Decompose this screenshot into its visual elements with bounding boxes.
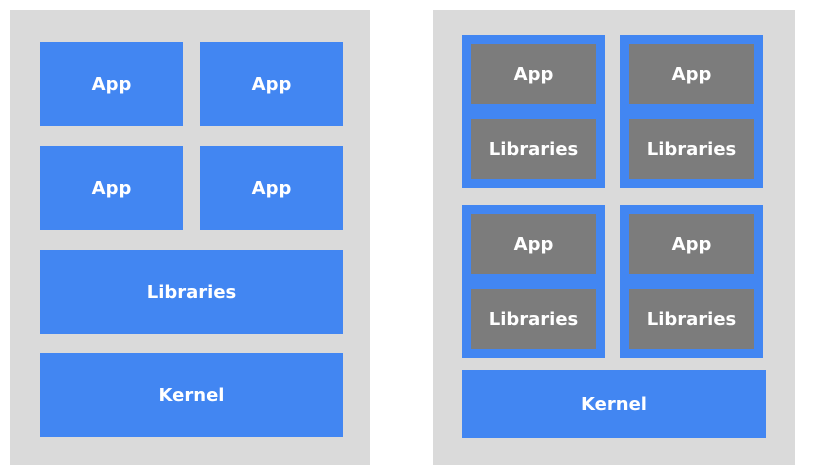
- container-group: App Libraries: [462, 205, 605, 358]
- container-libraries-block: Libraries: [471, 119, 596, 179]
- container-libraries-block: Libraries: [629, 119, 754, 179]
- container-app-block: App: [629, 214, 754, 274]
- container-libraries-block: Libraries: [471, 289, 596, 349]
- container-group: App Libraries: [620, 205, 763, 358]
- container-app-block: App: [471, 214, 596, 274]
- right-kernel-block: Kernel: [462, 370, 766, 438]
- left-app-block: App: [40, 42, 183, 126]
- right-stack-panel: App Libraries App Libraries App Librarie…: [433, 10, 795, 465]
- left-app-block: App: [200, 146, 343, 230]
- left-app-block: App: [200, 42, 343, 126]
- left-stack-panel: App App App App Libraries Kernel: [10, 10, 370, 465]
- container-group: App Libraries: [462, 35, 605, 188]
- left-app-block: App: [40, 146, 183, 230]
- left-kernel-block: Kernel: [40, 353, 343, 437]
- container-libraries-block: Libraries: [629, 289, 754, 349]
- container-app-block: App: [471, 44, 596, 104]
- container-app-block: App: [629, 44, 754, 104]
- container-group: App Libraries: [620, 35, 763, 188]
- left-libraries-block: Libraries: [40, 250, 343, 334]
